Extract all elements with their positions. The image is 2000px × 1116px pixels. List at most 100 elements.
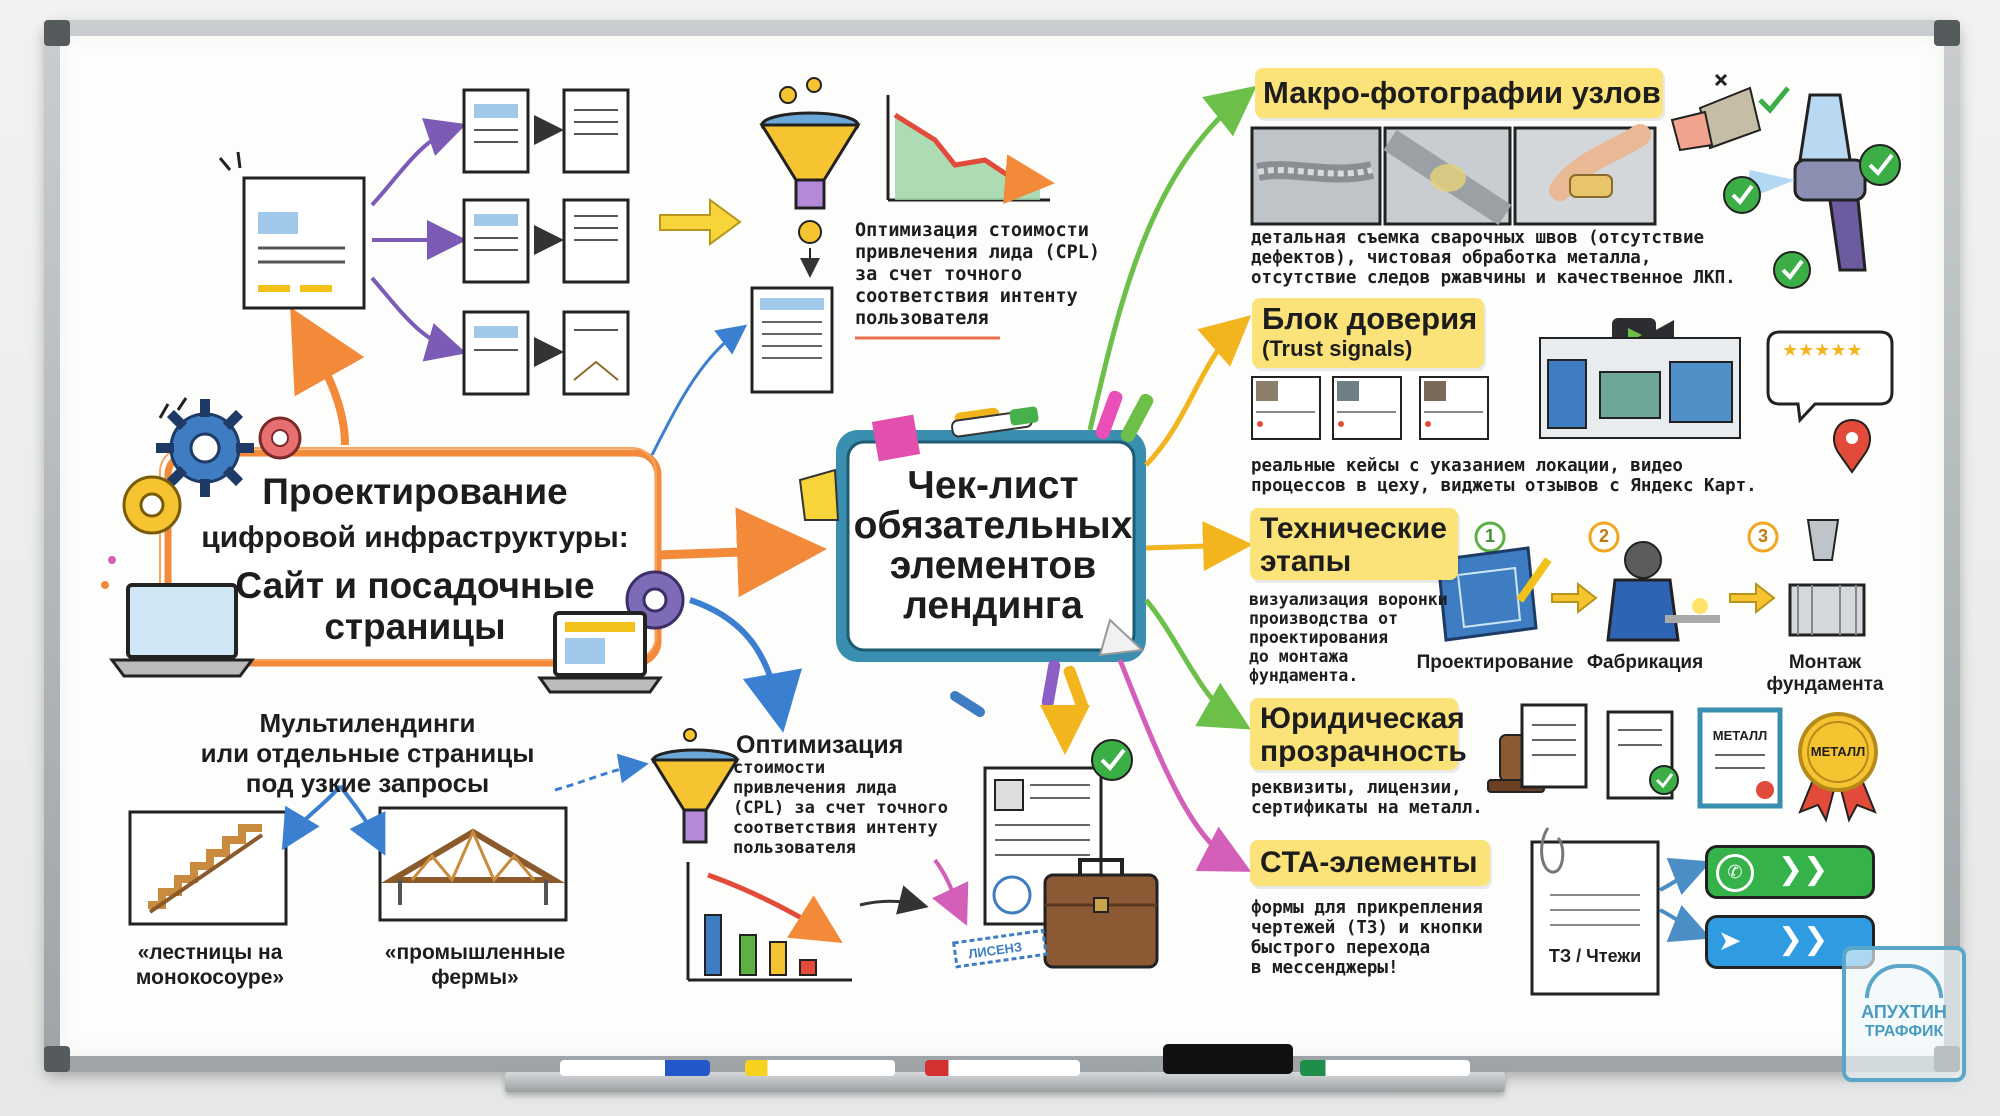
step-number-1 [1474, 521, 1506, 553]
trust-title-highlight [1252, 298, 1484, 368]
medal-icon [1798, 712, 1878, 823]
trust-subtitle: (Trust signals) [1262, 336, 1413, 361]
certificate-icon [1697, 707, 1783, 809]
svg-text:★★★★★: ★★★★★ [1782, 340, 1863, 361]
cta-title-highlight [1250, 840, 1490, 886]
step-1-number: 1 [1484, 526, 1495, 546]
macro-photo-joint [1383, 126, 1512, 226]
whatsapp-icon: ✆ [1716, 854, 1754, 892]
laptop-icon [537, 611, 663, 694]
marker-tray [505, 1072, 1505, 1092]
step-1-label: Проектирование [1416, 652, 1574, 673]
macro-photo-polish [1513, 124, 1657, 226]
funnel-icon [759, 77, 861, 278]
green-marker[interactable] [1300, 1060, 1470, 1076]
chevron-right-icon: ❯❯ [1778, 922, 1829, 957]
cpl-bottom-text: стоимости привлечения лида (CPL) за счет… [733, 758, 948, 858]
certificate-label: МЕТАЛЛ [1712, 728, 1768, 743]
frame-corner [44, 20, 70, 46]
medal-label: МЕТАЛЛ [1810, 744, 1866, 759]
funnel-icon [650, 728, 740, 844]
cta-title: CTA-элементы [1260, 846, 1478, 879]
logo-line2: ТРАФФИК [1864, 1023, 1944, 1040]
step-3-number: 3 [1757, 526, 1768, 546]
gear-icon [258, 416, 302, 460]
main-title-line2: цифровой инфраструктуры: [201, 521, 629, 554]
macro-title-highlight [1255, 68, 1663, 118]
legal-text: реквизиты, лицензии, сертификаты на мета… [1251, 778, 1483, 818]
truss-caption: «промышленные фермы» [384, 941, 566, 989]
checkmark-icon [1773, 251, 1811, 289]
step-number-3 [1747, 521, 1779, 553]
cpl-bottom-title: Оптимизация [736, 731, 904, 759]
checkmark-icon [1859, 144, 1901, 186]
stairs-image [128, 810, 288, 926]
legal-title-highlight [1250, 698, 1458, 770]
stairs-caption: «лестницы на монокосоуре» [135, 941, 285, 989]
checkmark-icon [1723, 176, 1761, 214]
document-icon [462, 88, 530, 174]
blue-marker[interactable] [560, 1060, 710, 1076]
main-title-line1: Проектирование [262, 471, 568, 512]
center-title: Чек-лист обязательных элементов лендинга [853, 464, 1133, 627]
review-stars-icon: ★★★★★ [1766, 330, 1894, 424]
chart-icon [886, 95, 1055, 205]
checkmark-icon [1758, 86, 1790, 114]
main-title-line3: Сайт и посадочные страницы [235, 565, 595, 647]
document-icon [242, 176, 366, 310]
macro-photo-weld [1250, 126, 1382, 226]
multilanding-text: Мультилендинги или отдельные страницы по… [200, 708, 535, 798]
whatsapp-button[interactable]: ✆ ❯❯ [1705, 845, 1875, 899]
document-icon [1520, 703, 1588, 789]
document-icon [562, 198, 630, 284]
case-card-2 [1332, 376, 1402, 440]
document-icon [1606, 710, 1679, 800]
document-icon [562, 310, 630, 396]
gear-icon [122, 475, 182, 535]
frame-corner [1934, 20, 1960, 46]
laptop-icon [109, 583, 255, 678]
yellow-marker[interactable] [745, 1060, 895, 1076]
chart-icon [686, 862, 852, 982]
step-3-label: Монтаж фундамента [1766, 652, 1884, 695]
blueprint-icon [1436, 546, 1552, 642]
gear-icon [156, 399, 254, 497]
checklist-icon [750, 286, 834, 394]
factory-video-scene [1539, 337, 1741, 439]
document-icon [462, 310, 530, 396]
cpl-top-text: Оптимизация стоимости привлечения лида (… [855, 220, 1101, 329]
case-card-1 [1251, 376, 1321, 440]
case-card-3 [1419, 376, 1489, 440]
telegram-icon: ➤ [1718, 924, 1742, 957]
tech-title: Технические этапы [1260, 512, 1447, 578]
legal-title: Юридическая прозрачность [1260, 702, 1467, 768]
trust-title: Блок доверия [1262, 301, 1478, 336]
whiteboard-eraser[interactable] [1163, 1044, 1293, 1074]
cta-form-document [1530, 827, 1660, 996]
step-2-label: Фабрикация [1586, 652, 1704, 673]
stamp-icon [951, 928, 1048, 969]
step-2-number: 2 [1598, 526, 1609, 546]
foundation-icon [1788, 519, 1866, 637]
brand-logo: АПУХТИН ТРАФФИК [1842, 946, 1966, 1082]
welder-icon [1606, 541, 1720, 642]
tech-text: визуализация воронки производства от про… [1249, 590, 1448, 685]
truss-image [378, 806, 568, 922]
step-number-2 [1588, 521, 1620, 553]
cta-doc-label: ТЗ / Чтежи [1548, 946, 1642, 966]
tech-title-highlight [1250, 508, 1458, 580]
red-marker[interactable] [925, 1060, 1080, 1076]
hand-rag-icon [1670, 86, 1762, 152]
chevron-right-icon: ❯❯ [1778, 852, 1829, 887]
checkmark-icon [1091, 739, 1133, 781]
main-topic-box [159, 447, 662, 667]
cta-text: формы для прикрепления чертежей (ТЗ) и к… [1251, 898, 1483, 978]
logo-arc-icon [1865, 964, 1943, 998]
trust-text: реальные кейсы с указанием локации, виде… [1251, 456, 1757, 496]
macro-text: детальная съемка сварочных швов (отсутст… [1251, 228, 1736, 288]
frame-corner [44, 1046, 70, 1072]
document-icon [562, 88, 630, 174]
center-checklist-box [798, 390, 1154, 713]
briefcase-icon [1043, 858, 1159, 969]
